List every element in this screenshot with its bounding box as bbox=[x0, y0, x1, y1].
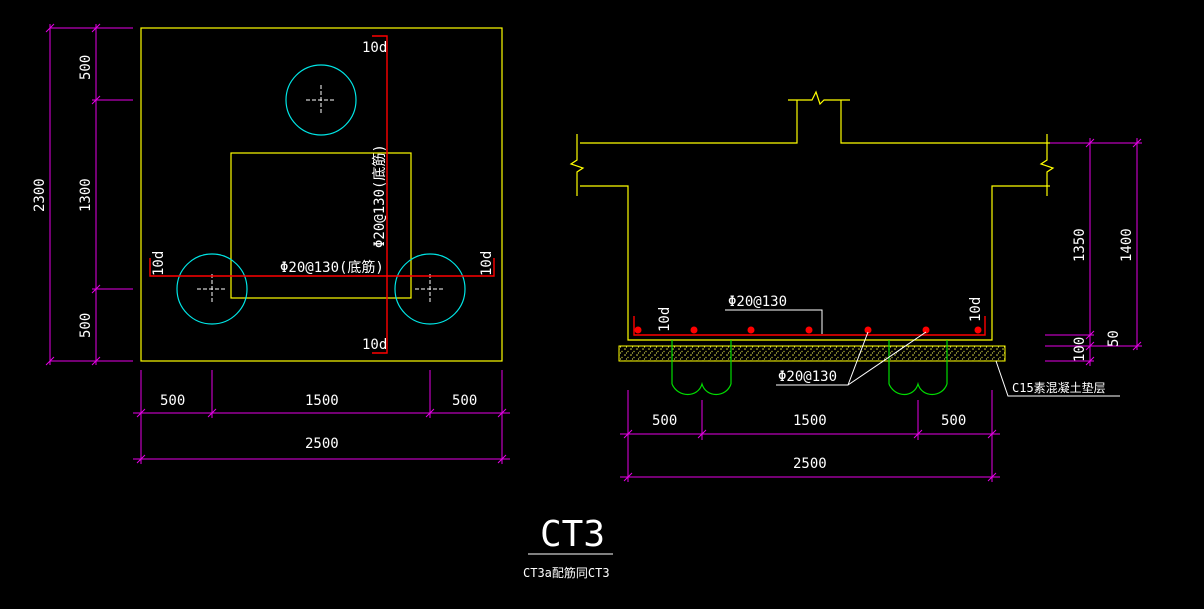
pile-right bbox=[394, 253, 466, 325]
section-dims-bottom bbox=[620, 390, 1000, 482]
section-dim-right-1: 50 bbox=[1106, 330, 1122, 347]
section-rebar-dots bbox=[634, 326, 982, 334]
section-dim-right-2: 100 bbox=[1072, 337, 1088, 362]
leader-top-rebar bbox=[725, 309, 823, 334]
section-rebar bbox=[633, 316, 986, 336]
cushion-label: C15素混凝土垫层 bbox=[1012, 380, 1106, 395]
anchor-right-label: 10d bbox=[479, 251, 495, 276]
rebar-vertical bbox=[372, 35, 388, 354]
title-main: CT3 bbox=[540, 514, 605, 555]
plan-dim-left-total: 2300 bbox=[32, 178, 48, 212]
leader-bottom-rebar-2 bbox=[847, 331, 927, 386]
plan-dim-bottom-2: 500 bbox=[452, 393, 477, 409]
section-anchor-right: 10d bbox=[968, 297, 984, 322]
rebar-horizontal-label: Φ20@130(底筋) bbox=[280, 259, 384, 276]
pile-section-left bbox=[671, 340, 732, 396]
section-rebar-bottom-label: Φ20@130 bbox=[778, 369, 837, 385]
section-dim-bottom-total: 2500 bbox=[793, 456, 827, 472]
section-view: Φ20@130 Φ20@130 10d 10d C15素混凝土垫层 1350 5… bbox=[569, 90, 1142, 482]
title-sub: CT3a配筋同CT3 bbox=[523, 565, 610, 580]
anchor-top-label: 10d bbox=[362, 40, 387, 56]
break-mark-left bbox=[569, 134, 585, 196]
section-dim-right-total: 1400 bbox=[1119, 228, 1135, 262]
section-dim-bottom-1: 1500 bbox=[793, 413, 827, 429]
plan-view: Φ20@130(底筋) Φ20@130(底筋) 10d 10d 10d 10d … bbox=[32, 23, 510, 464]
break-mark-right bbox=[1039, 134, 1055, 196]
plan-dim-bottom-total: 2500 bbox=[305, 436, 339, 452]
anchor-left-label: 10d bbox=[151, 251, 167, 276]
plan-dims-bottom bbox=[133, 370, 510, 464]
section-dim-bottom-0: 500 bbox=[652, 413, 677, 429]
cushion-layer bbox=[618, 345, 1006, 362]
cap-outline bbox=[140, 27, 503, 362]
slab-top-left bbox=[580, 100, 798, 144]
pile-left bbox=[176, 253, 248, 325]
drawing-title: CT3 CT3a配筋同CT3 bbox=[523, 514, 613, 580]
rebar-horizontal bbox=[149, 258, 495, 277]
pile-section-right bbox=[888, 340, 948, 396]
plan-dim-left-0: 500 bbox=[78, 55, 94, 80]
section-dim-right-0: 1350 bbox=[1072, 228, 1088, 262]
section-rebar-top-label: Φ20@130 bbox=[728, 294, 787, 310]
plan-dim-bottom-0: 500 bbox=[160, 393, 185, 409]
plan-dims-left bbox=[45, 23, 133, 366]
section-anchor-left: 10d bbox=[657, 307, 673, 332]
break-mark-top bbox=[788, 90, 850, 106]
column-outline bbox=[230, 152, 412, 299]
anchor-bottom-label: 10d bbox=[362, 337, 387, 353]
section-dims-right bbox=[1045, 138, 1142, 366]
rebar-vertical-label: Φ20@130(底筋) bbox=[371, 144, 388, 248]
pile-top bbox=[285, 64, 357, 136]
leader-cushion bbox=[995, 360, 1120, 397]
plan-dim-left-2: 500 bbox=[78, 313, 94, 338]
plan-dim-bottom-1: 1500 bbox=[305, 393, 339, 409]
slab-top-right bbox=[840, 100, 1050, 144]
section-dim-bottom-2: 500 bbox=[941, 413, 966, 429]
cap-section-outline bbox=[580, 185, 1050, 341]
plan-dim-left-1: 1300 bbox=[78, 178, 94, 212]
